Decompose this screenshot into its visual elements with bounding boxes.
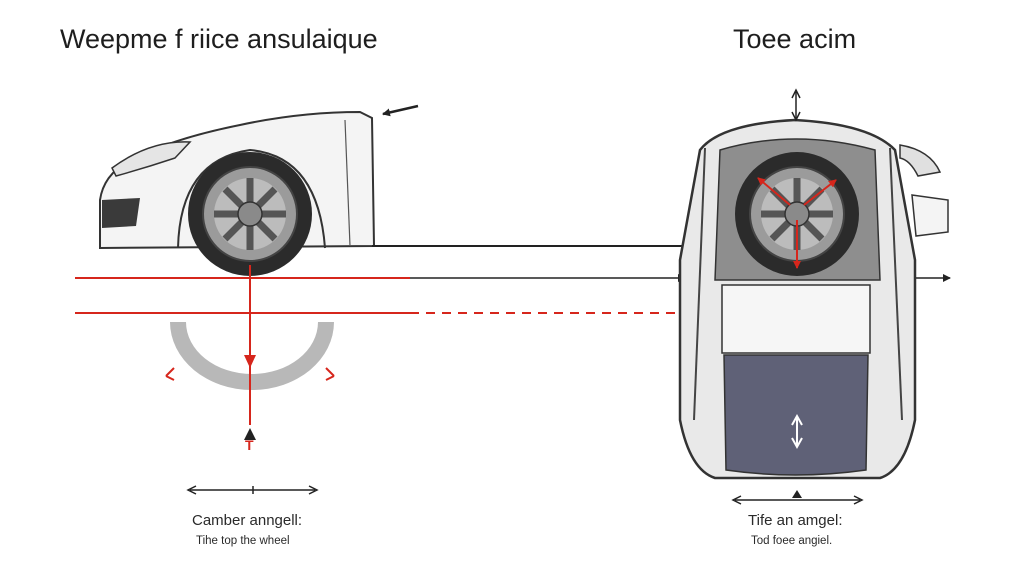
car-side-door-line	[344, 119, 351, 247]
red-tick-left	[165, 367, 175, 381]
camber-label: Camber anngell:	[192, 512, 303, 529]
car-top-rear-window	[723, 354, 869, 476]
car-side-wheel-arch	[177, 148, 326, 249]
double-arrow-vertical-icon	[791, 88, 801, 122]
double-arrow-horizontal-icon	[186, 485, 319, 495]
car-side-grille	[102, 198, 140, 228]
vertical-marker-triangle	[244, 428, 256, 440]
toe-red-arrow-left	[757, 177, 791, 206]
car-top-headlight	[899, 144, 942, 177]
camber-vertical-arrow	[244, 355, 256, 368]
red-tick-right	[325, 367, 335, 381]
camber-sublabel: Tihe top the wheel	[196, 535, 290, 547]
car-top-roof	[721, 284, 871, 354]
car-side-headlight	[111, 141, 192, 177]
title-right: Toee acim	[733, 24, 857, 54]
toe-red-arrow-right	[803, 179, 837, 206]
car-top-front-bumper	[911, 194, 949, 237]
camber-gauge-arc	[170, 322, 334, 390]
car-top-view	[678, 118, 949, 480]
arrow-left-icon	[382, 104, 419, 117]
car-side-view	[99, 110, 376, 276]
title-left: Weepme f riice ansulaique	[60, 24, 378, 54]
double-arrow-vertical-icon	[791, 413, 803, 450]
vertical-marker-label: T	[245, 437, 254, 453]
car-top-side-left	[693, 147, 706, 421]
toe-sublabel: Tod foee angiel.	[751, 535, 833, 547]
toe-label: Tife an amgel:	[748, 512, 843, 529]
car-top-side-right	[889, 147, 903, 421]
double-arrow-horizontal-icon	[731, 490, 864, 505]
car-side-wheel	[188, 152, 312, 276]
